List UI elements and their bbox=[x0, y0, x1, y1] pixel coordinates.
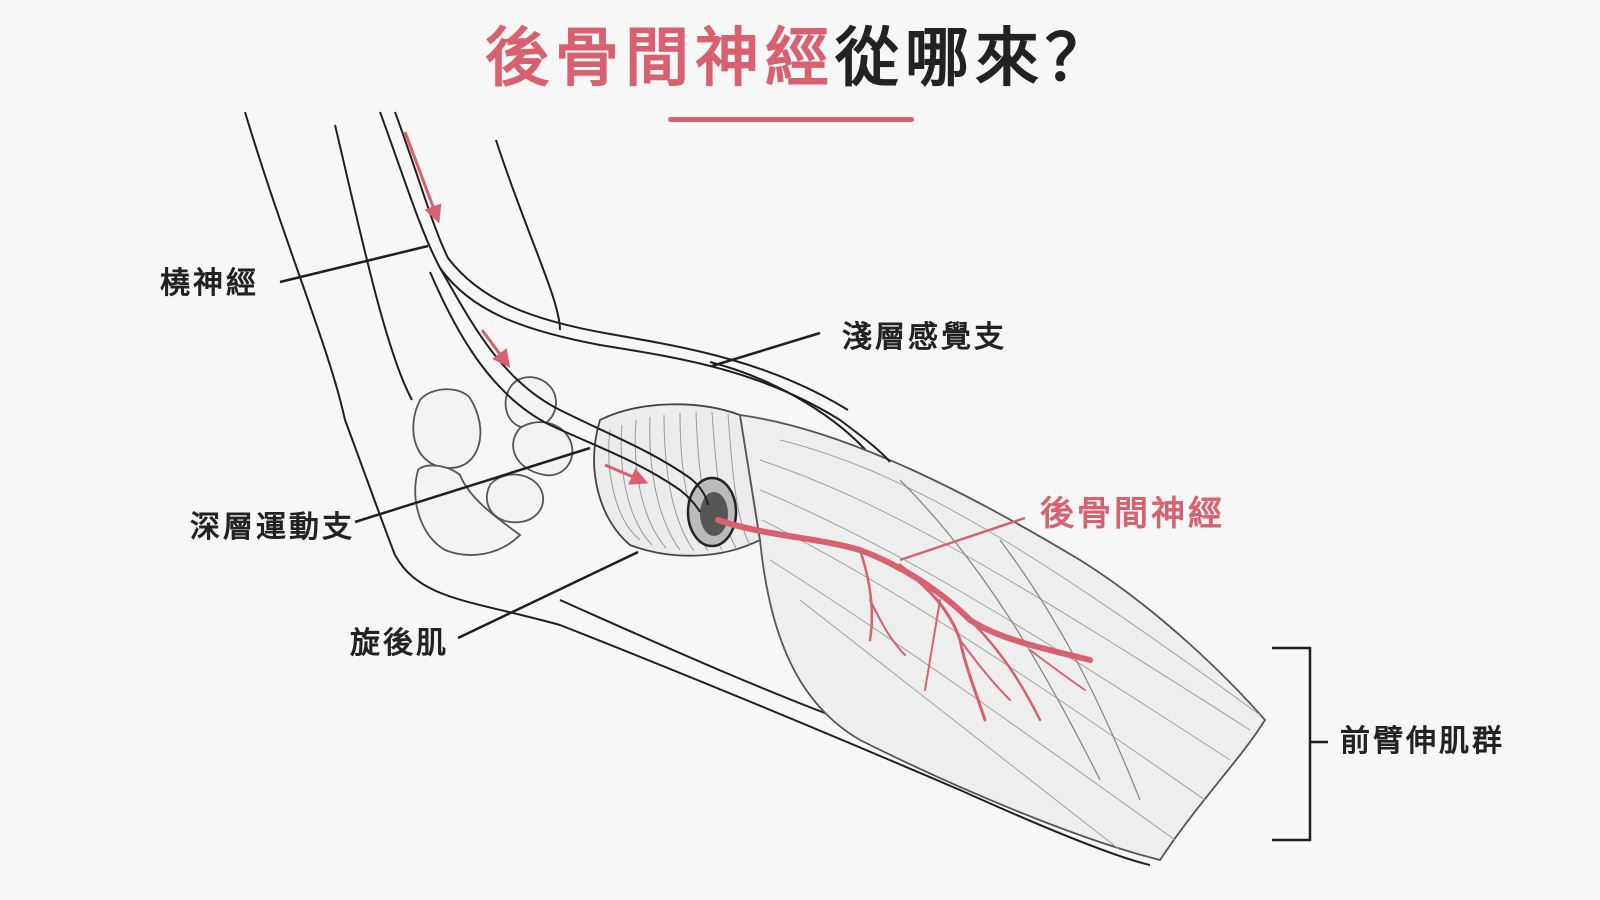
arrow-1 bbox=[403, 131, 442, 224]
deep-motor-branch bbox=[429, 267, 709, 513]
title-underline bbox=[668, 117, 914, 122]
humerus-outline bbox=[244, 111, 561, 421]
label-radial-nerve: 橈神經 bbox=[160, 266, 259, 301]
label-supinator: 旋後肌 bbox=[350, 626, 449, 661]
label-extensors: 前臂伸肌群 bbox=[1340, 724, 1505, 759]
label-superficial-branch: 淺層感覺支 bbox=[842, 320, 1007, 355]
leader-pin bbox=[899, 516, 1026, 562]
elbow-joint bbox=[412, 376, 574, 556]
page-title: 後骨間神經從哪來？ bbox=[0, 14, 1600, 104]
pin-nerve bbox=[715, 517, 1093, 722]
leader-superficial-branch bbox=[711, 331, 821, 368]
supinator-muscle bbox=[593, 403, 761, 557]
leader-deep-branch bbox=[354, 446, 591, 524]
title-highlight: 後骨間神經 bbox=[485, 22, 835, 96]
label-deep-branch: 深層運動支 bbox=[190, 510, 355, 545]
leader-radial-nerve bbox=[279, 244, 429, 284]
supinator-opening bbox=[686, 476, 738, 548]
arrow-3 bbox=[604, 463, 649, 485]
extensor-bracket bbox=[1272, 646, 1328, 842]
leader-lines bbox=[279, 244, 1328, 842]
title-rest: 從哪來？ bbox=[835, 22, 1115, 96]
label-pin: 後骨間神經 bbox=[1040, 494, 1225, 534]
arrow-2 bbox=[480, 329, 511, 368]
flow-arrows bbox=[403, 131, 649, 485]
leader-supinator bbox=[457, 550, 639, 640]
